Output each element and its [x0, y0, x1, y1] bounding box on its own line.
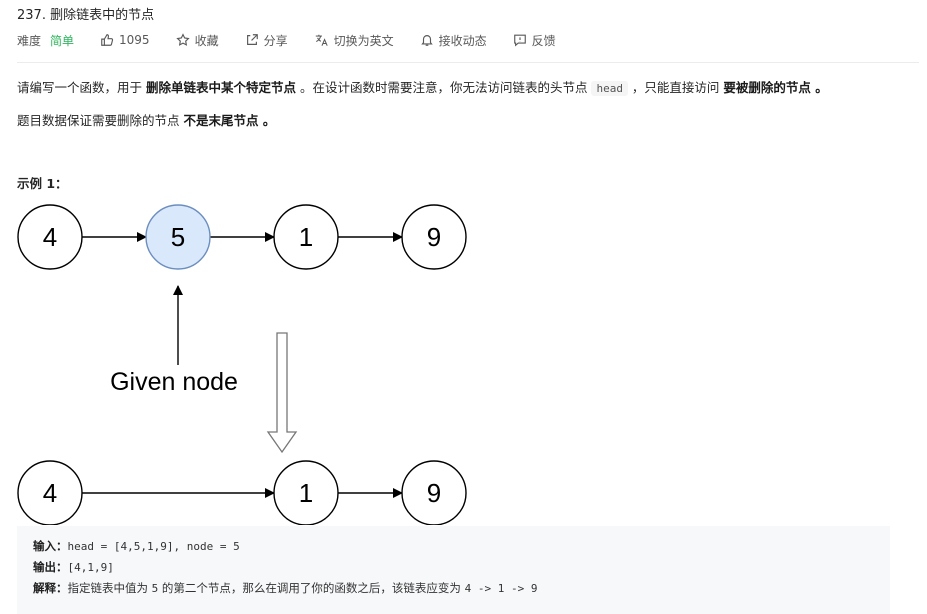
subscribe-label: 接收动态: [438, 33, 487, 48]
node-value: 9: [427, 478, 441, 508]
problem-title: 237. 删除链表中的节点: [17, 8, 155, 23]
desc-text: 。: [810, 80, 828, 95]
explanation-code: 5: [151, 582, 159, 595]
input-value: head = [4,5,1,9], node = 5: [67, 540, 240, 553]
explanation-code: 4 -> 1 -> 9: [464, 582, 538, 595]
favorite-button[interactable]: 收藏: [175, 32, 219, 49]
thumbs-up-icon: [101, 34, 114, 46]
list-node: [17, 204, 83, 270]
description-paragraph-2: 题目数据保证需要删除的节点 不是末尾节点 。: [17, 110, 275, 129]
list-node: [401, 204, 467, 270]
input-label: 输入：: [33, 539, 68, 553]
example-output-row: 输出：[4,1,9]: [33, 557, 874, 578]
desc-text: ，只能直接访问: [627, 80, 724, 95]
desc-bold: 删除单链表中某个特定节点: [145, 80, 296, 95]
example-code-block: 输入：head = [4,5,1,9], node = 5 输出：[4,1,9]…: [17, 526, 890, 614]
node-value: 4: [43, 222, 57, 252]
explanation-label: 解释：: [33, 581, 68, 595]
bell-icon: [420, 35, 433, 46]
node-value: 1: [299, 478, 313, 508]
desc-text: 。在设计函数时需要注意，你无法访问链表的头节点: [296, 80, 592, 95]
node-value: 9: [427, 222, 441, 252]
feedback-icon: [513, 34, 526, 47]
node-value: 5: [171, 222, 185, 252]
difficulty: 难度 简单: [17, 32, 74, 49]
list-node: [17, 460, 83, 525]
share-label: 分享: [263, 33, 288, 48]
translate-icon: [315, 34, 328, 46]
node-value: 4: [43, 478, 57, 508]
example-diagram: 4 5 1 9 Given node 4 1 9: [17, 204, 467, 525]
list-node: [401, 460, 467, 525]
example-explanation-row: 解释：指定链表中值为 5 的第二个节点，那么在调用了你的函数之后，该链表应变为 …: [33, 578, 874, 599]
description-paragraph-1: 请编写一个函数，用于 删除单链表中某个特定节点 。在设计函数时需要注意，你无法访…: [17, 77, 828, 96]
explanation-text: 的第二个节点，那么在调用了你的函数之后，该链表应变为: [158, 581, 465, 595]
transform-arrow: [266, 332, 298, 454]
list-node: [273, 460, 339, 525]
like-count: 1095: [119, 33, 150, 47]
desc-bold: 不是末尾节点: [183, 113, 259, 128]
list-node: [273, 204, 339, 270]
like-button[interactable]: 1095: [100, 33, 150, 47]
difficulty-label: 难度: [17, 33, 42, 48]
share-icon: [246, 34, 258, 45]
share-button[interactable]: 分享: [245, 32, 288, 49]
favorite-label: 收藏: [194, 33, 219, 48]
difficulty-value: 简单: [50, 33, 75, 48]
output-label: 输出：: [33, 560, 68, 574]
header-divider: [17, 62, 919, 63]
feedback-label: 反馈: [531, 33, 556, 48]
problem-meta-bar: 难度 简单 1095 收藏 分享 切换为英文 接收动态 反馈: [17, 31, 582, 49]
explanation-text: 指定链表中值为: [67, 581, 152, 595]
desc-text: 请编写一个函数，用于: [17, 80, 146, 95]
inline-code-head: head: [591, 81, 628, 96]
example-title: 示例 1：: [17, 176, 68, 191]
given-node-label: Given node: [110, 368, 238, 396]
output-value: [4,1,9]: [67, 561, 114, 574]
node-value: 1: [299, 222, 313, 252]
star-icon: [175, 33, 190, 46]
desc-text: 。: [258, 113, 276, 128]
given-node: [145, 204, 211, 270]
feedback-button[interactable]: 反馈: [513, 32, 556, 49]
switch-language-button[interactable]: 切换为英文: [314, 32, 394, 49]
subscribe-button[interactable]: 接收动态: [420, 32, 487, 49]
example-input-row: 输入：head = [4,5,1,9], node = 5: [33, 536, 874, 557]
switch-language-label: 切换为英文: [333, 33, 394, 48]
desc-text: 题目数据保证需要删除的节点: [17, 113, 184, 128]
desc-bold: 要被删除的节点: [723, 80, 811, 95]
